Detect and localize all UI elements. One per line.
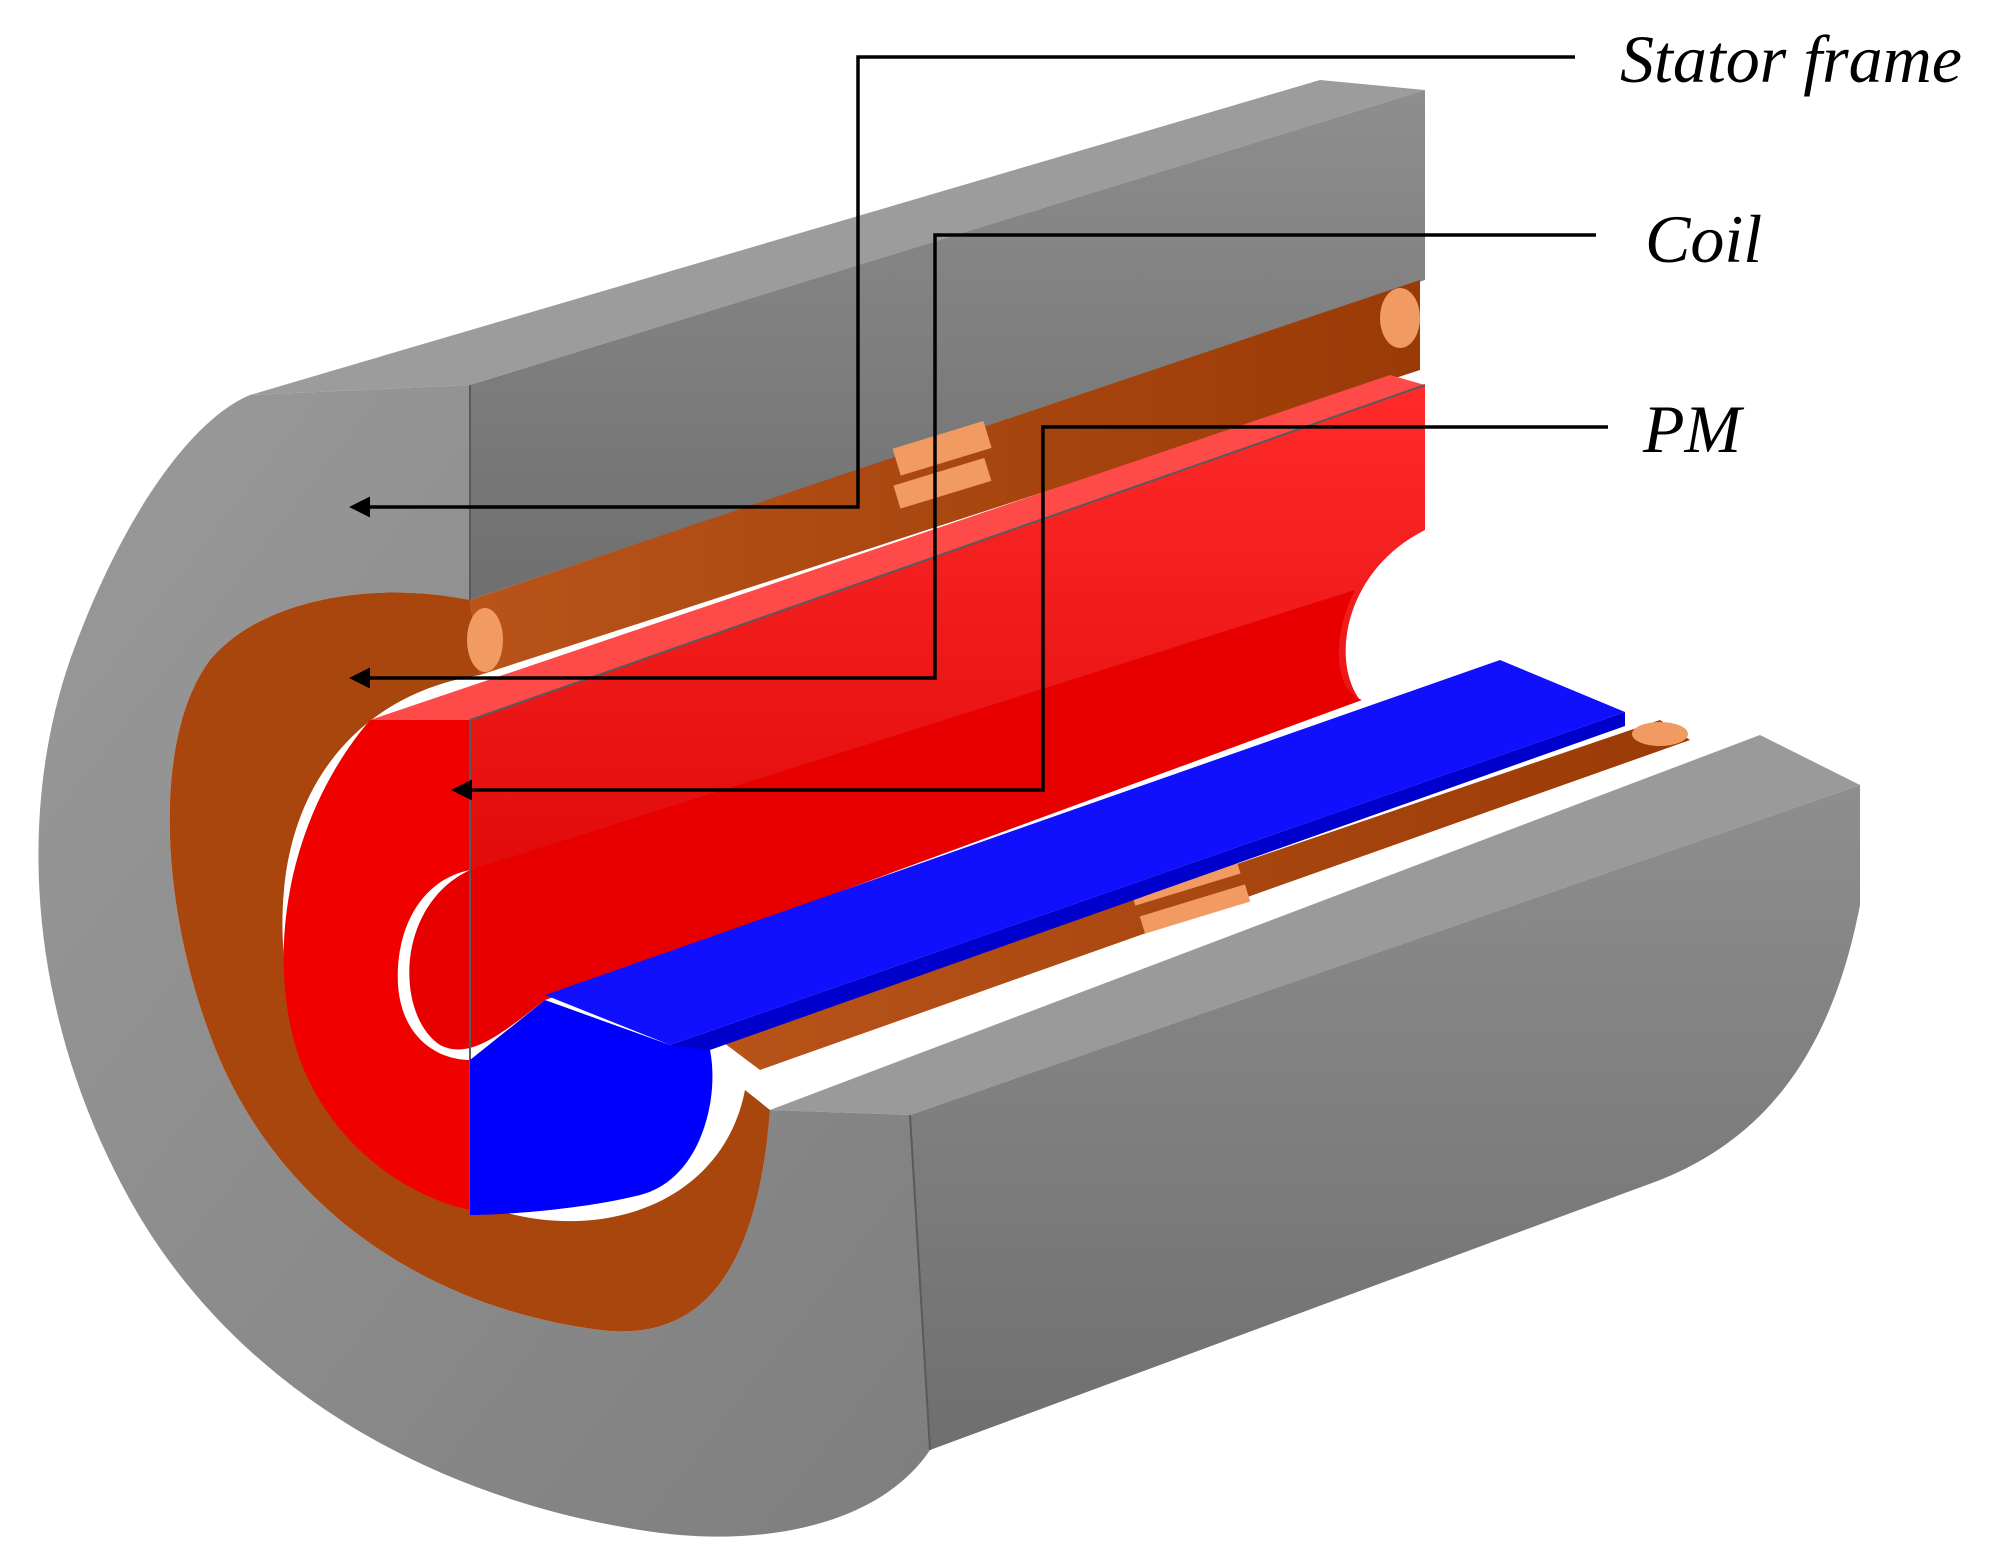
pm-bore: [409, 590, 1362, 1050]
stator-frame-lower-face: [770, 735, 1860, 1115]
mover-core-side-face: [650, 712, 1625, 1180]
coil-front-ring: [169, 592, 770, 1332]
coil-end-top: [1380, 288, 1420, 348]
stator-frame-callout: Stator frame: [349, 21, 1962, 518]
coil-terminal-a: [892, 421, 992, 476]
stator-frame-lower-side: [910, 785, 1860, 1450]
stator-frame-leader-line: [349, 55, 1575, 518]
stator-frame-top-side: [470, 90, 1425, 600]
callouts: Stator frame Coil PM: [349, 21, 1962, 801]
coil-end-right: [1632, 722, 1688, 746]
coil-terminal-b: [893, 457, 992, 509]
stator-frame-top-face: [250, 80, 1425, 395]
pm-label: PM: [1642, 391, 1745, 467]
pm-front-face: [283, 720, 470, 1210]
coil-lower-strip: [720, 720, 1690, 1070]
coil-terminal-d: [1139, 884, 1251, 934]
coil-label: Coil: [1645, 201, 1762, 277]
mover-core-top-face: [545, 660, 1625, 1045]
coil-end-left: [467, 608, 503, 672]
stator-frame-front-face: [38, 385, 931, 1537]
pm-callout: PM: [451, 391, 1745, 801]
pm-leader-line: [451, 425, 1608, 801]
mover-core-front-face: [470, 1000, 713, 1215]
pm-top-face: [370, 375, 1425, 720]
coil-leader-line: [349, 233, 1596, 689]
permanent-magnet: [283, 375, 1426, 1210]
mover-core: [470, 660, 1625, 1215]
stator-frame: [38, 80, 1860, 1537]
coil: [169, 280, 1690, 1332]
coil-callout: Coil: [349, 201, 1762, 689]
stator-frame-label: Stator frame: [1620, 21, 1962, 97]
